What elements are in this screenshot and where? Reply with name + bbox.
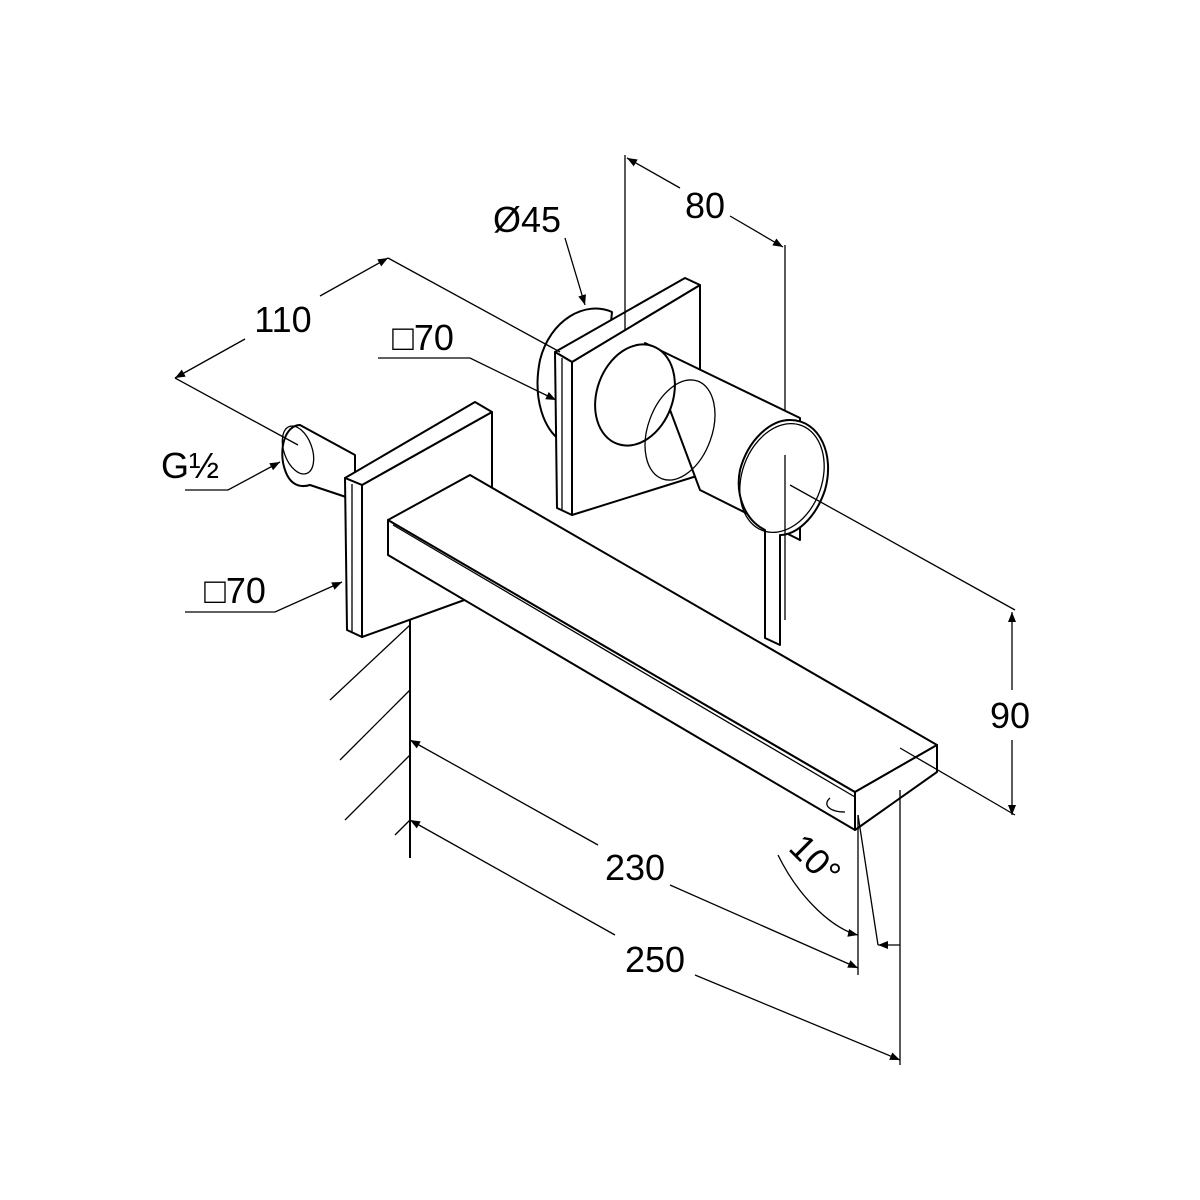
label-connection: G½ [161, 445, 219, 486]
label-110: 110 [254, 299, 311, 340]
label-230: 230 [605, 847, 665, 888]
wall [329, 592, 411, 858]
label-80: 80 [685, 185, 725, 226]
spout-body [281, 401, 938, 831]
dimension-lines [174, 155, 1016, 1065]
label-diameter-45: Ø45 [493, 199, 561, 240]
label-250: 250 [625, 939, 685, 980]
label-plate-upper: □70 [392, 317, 454, 358]
mixer-body [536, 277, 830, 646]
label-plate-lower: □70 [204, 570, 266, 611]
label-angle-10: 10° [782, 826, 849, 893]
label-90: 90 [990, 695, 1030, 736]
